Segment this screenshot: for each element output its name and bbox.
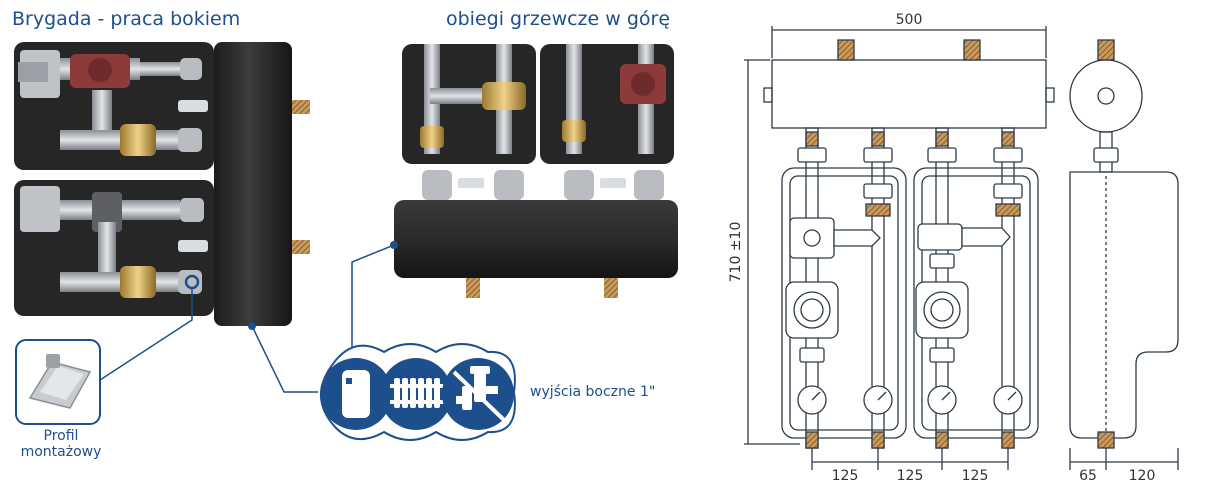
technical-drawing: [744, 26, 1179, 470]
left-title: Brygada - praca bokiem: [12, 8, 241, 30]
dim-side-depth-1: 65: [1079, 468, 1097, 484]
dim-spacing-3: 125: [962, 468, 989, 484]
drawing-thermometers: [797, 385, 1023, 415]
side-outlet-lower: [292, 240, 310, 254]
profile-label-line1: Profil: [43, 428, 79, 444]
dim-spacing-1: 125: [832, 468, 859, 484]
bottom-outlet-left: [466, 278, 480, 298]
upper-ball-valve: [120, 124, 156, 156]
crossed-valve-icon: [442, 358, 514, 430]
side-outlet-upper: [292, 100, 310, 114]
side-outputs-label: wyjścia boczne 1": [530, 384, 656, 400]
left-leader-line: [251, 325, 318, 393]
dim-width-top: 500: [896, 12, 923, 28]
left-photo: [14, 42, 310, 330]
vertical-header-insulation: [214, 42, 292, 326]
dim-side-depth-2: 120: [1129, 468, 1156, 484]
middle-leader-line: [351, 244, 395, 352]
radiator-icon: [380, 358, 452, 430]
lower-ball-valve: [120, 266, 156, 298]
water-heater-icon: [320, 358, 392, 430]
drawing-header: [771, 59, 1047, 129]
mounting-profile-image: [15, 339, 101, 425]
upper-union-nut: [180, 58, 202, 80]
dim-spacing-2: 125: [897, 468, 924, 484]
profile-leader-line: [99, 288, 193, 381]
icon-cloud: [320, 343, 516, 441]
right-title: obiegi grzewcze w górę: [446, 8, 671, 30]
drawing-mixing-valve-left: [789, 217, 881, 259]
middle-photo: [390, 44, 678, 298]
bottom-outlet-right: [604, 278, 618, 298]
middle-mixing-valve: [482, 82, 526, 110]
drawing-pump-right: [915, 281, 969, 339]
drawing-side-view: [1069, 39, 1179, 470]
profile-label-line2: montażowy: [20, 444, 102, 460]
drawing-pump-left: [785, 281, 839, 339]
drawing-mixing-valve-right: [917, 223, 1011, 251]
horizontal-header-insulation: [394, 200, 678, 278]
dim-height: 710 ±10: [728, 222, 744, 283]
